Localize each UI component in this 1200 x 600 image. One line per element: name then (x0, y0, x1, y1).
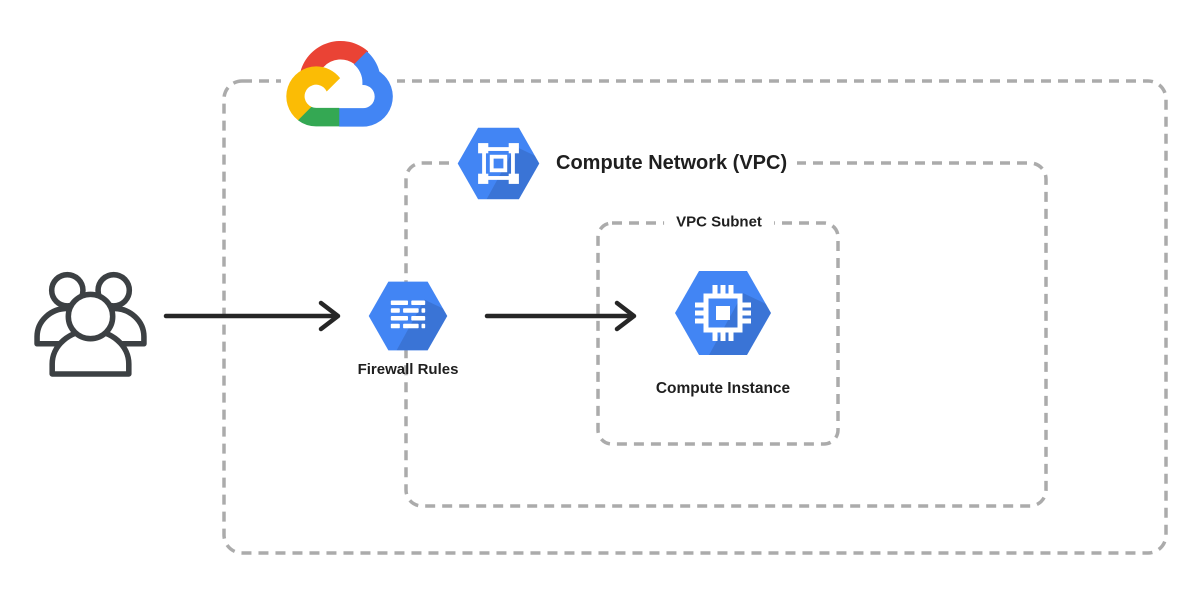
google-cloud-logo (281, 36, 397, 130)
firewall-rules-icon (367, 280, 449, 357)
users-icon (30, 252, 151, 382)
compute-instance-label: Compute Instance (655, 380, 791, 397)
compute-instance-icon (673, 269, 773, 362)
subnet-group-label: VPC Subnet (664, 211, 774, 233)
vpc-network-icon (456, 126, 541, 201)
arrow-firewall-to-instance (484, 300, 637, 332)
firewall-rules-label: Firewall Rules (357, 361, 459, 378)
network-group-header: Compute Network (VPC) (452, 126, 798, 201)
arrow-users-to-firewall (163, 300, 341, 332)
network-group-label: Compute Network (VPC) (556, 151, 788, 174)
